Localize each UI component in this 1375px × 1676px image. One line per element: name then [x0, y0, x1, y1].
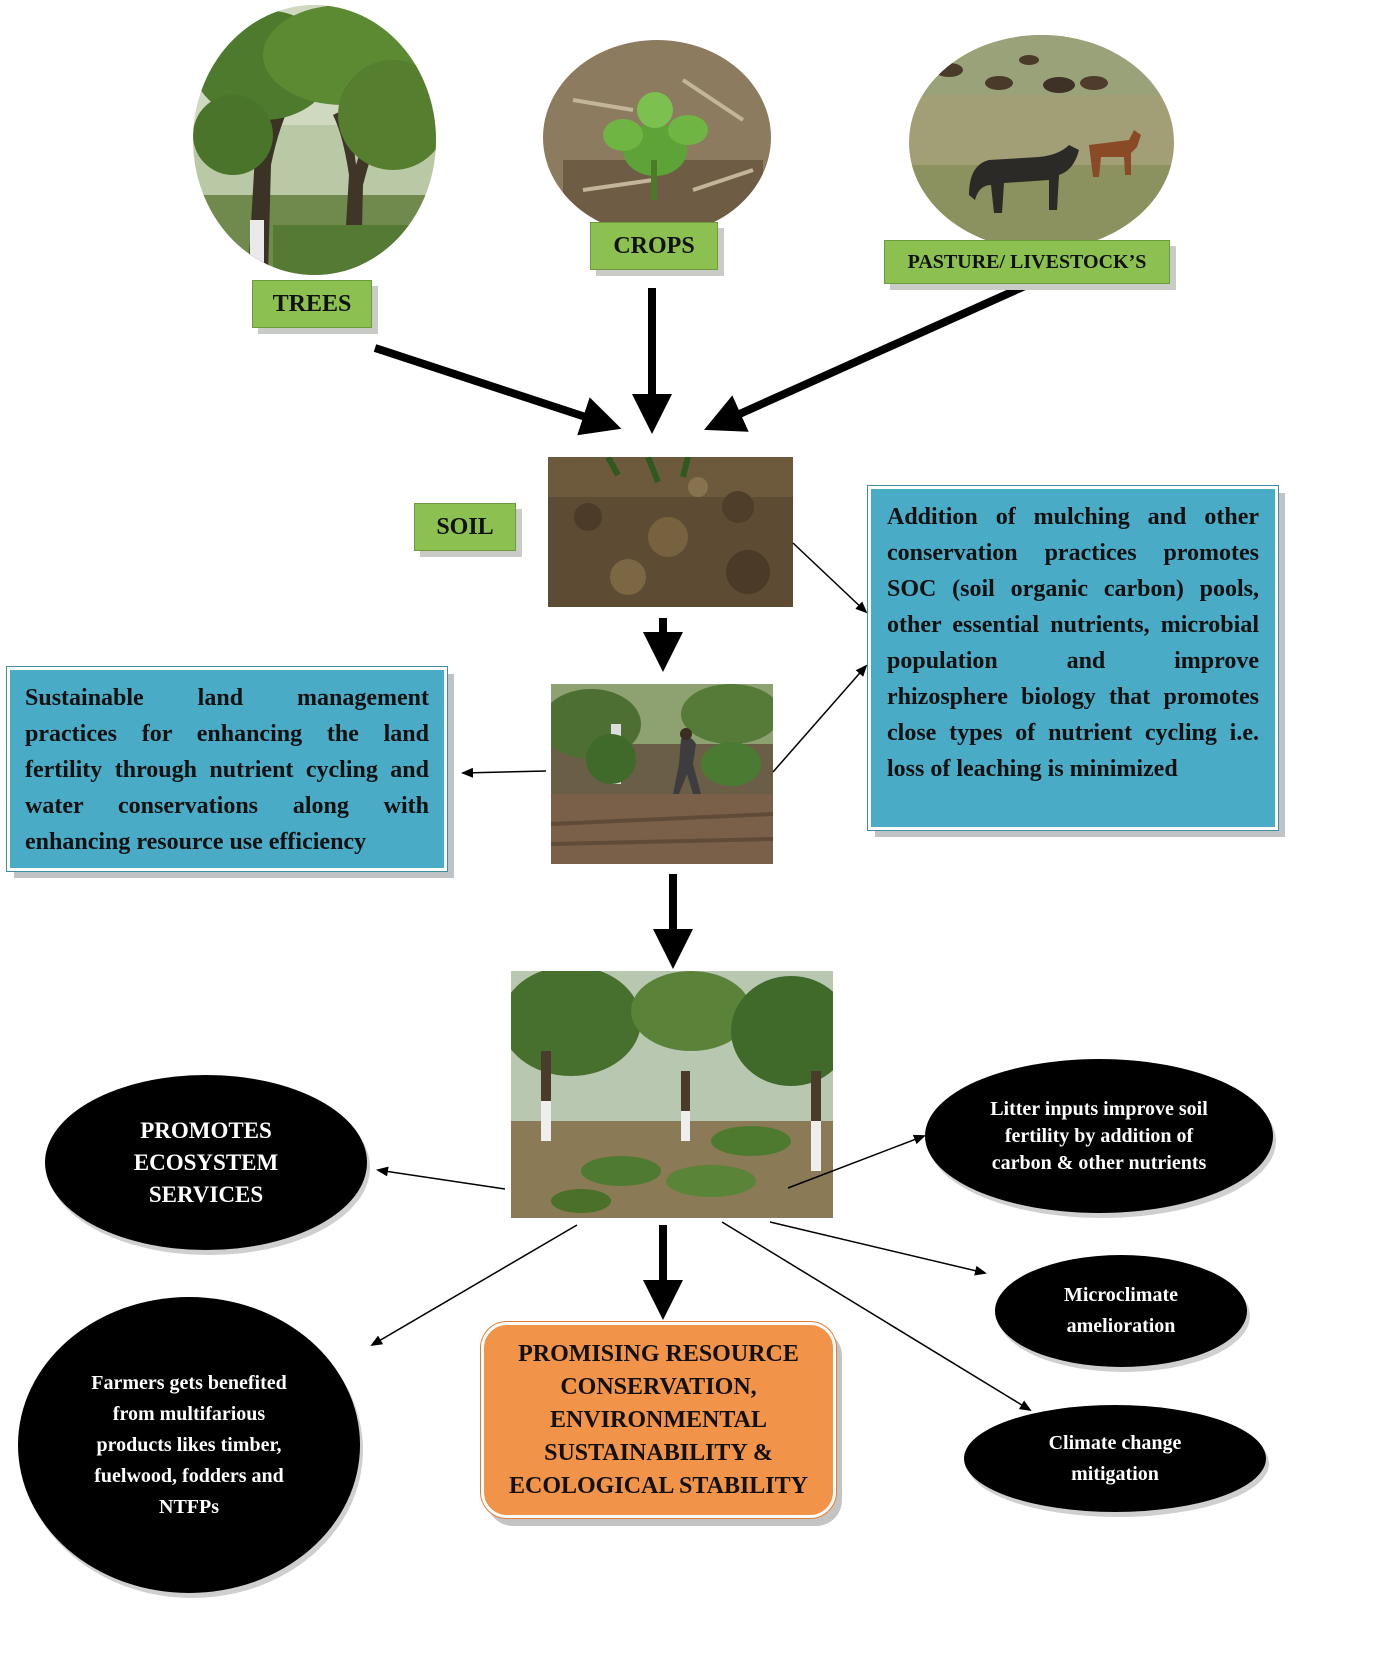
- arrow-to-microclimate: [769, 1221, 987, 1276]
- ecosystem-services-ellipse: PROMOTES ECOSYSTEM SERVICES: [45, 1075, 367, 1250]
- arrow-farmer-to-right-box: [772, 664, 868, 773]
- pasture-label: PASTURE/ LIVESTOCK’S: [884, 240, 1170, 284]
- agroforestry-photo: [511, 971, 833, 1218]
- soil-photo: [548, 457, 793, 607]
- arrow-farmer-to-left-box: [461, 767, 547, 778]
- resource-conservation-box: PROMISING RESOURCE CONSERVATION, ENVIRON…: [481, 1322, 836, 1518]
- arrow-to-litter: [787, 1134, 926, 1189]
- arrow-trees-to-soil: [373, 344, 622, 436]
- climate-mitigation-ellipse: Climate change mitigation: [964, 1405, 1266, 1512]
- arrow-to-farmers: [370, 1224, 578, 1347]
- sustainable-management-box: Sustainable land management practices fo…: [7, 667, 447, 871]
- arrow-to-ecosystem: [376, 1166, 506, 1190]
- arrow-soil-to-right-box: [792, 542, 868, 614]
- microclimate-ellipse: Microclimate amelioration: [995, 1255, 1247, 1367]
- farmers-benefit-ellipse: Farmers gets benefited from multifarious…: [18, 1297, 360, 1593]
- soil-label: SOIL: [414, 503, 516, 551]
- crops-photo: [543, 40, 771, 235]
- arrow-to-climate: [721, 1221, 1032, 1412]
- trees-label: TREES: [252, 280, 372, 328]
- arrow-pasture-to-soil: [704, 282, 1027, 432]
- litter-inputs-ellipse: Litter inputs improve soil fertility by …: [925, 1059, 1273, 1213]
- conservation-practices-box: Addition of mulching and other conservat…: [868, 486, 1278, 830]
- crops-label: CROPS: [590, 222, 718, 270]
- pasture-photo: [909, 35, 1174, 250]
- farmer-photo: [551, 684, 773, 864]
